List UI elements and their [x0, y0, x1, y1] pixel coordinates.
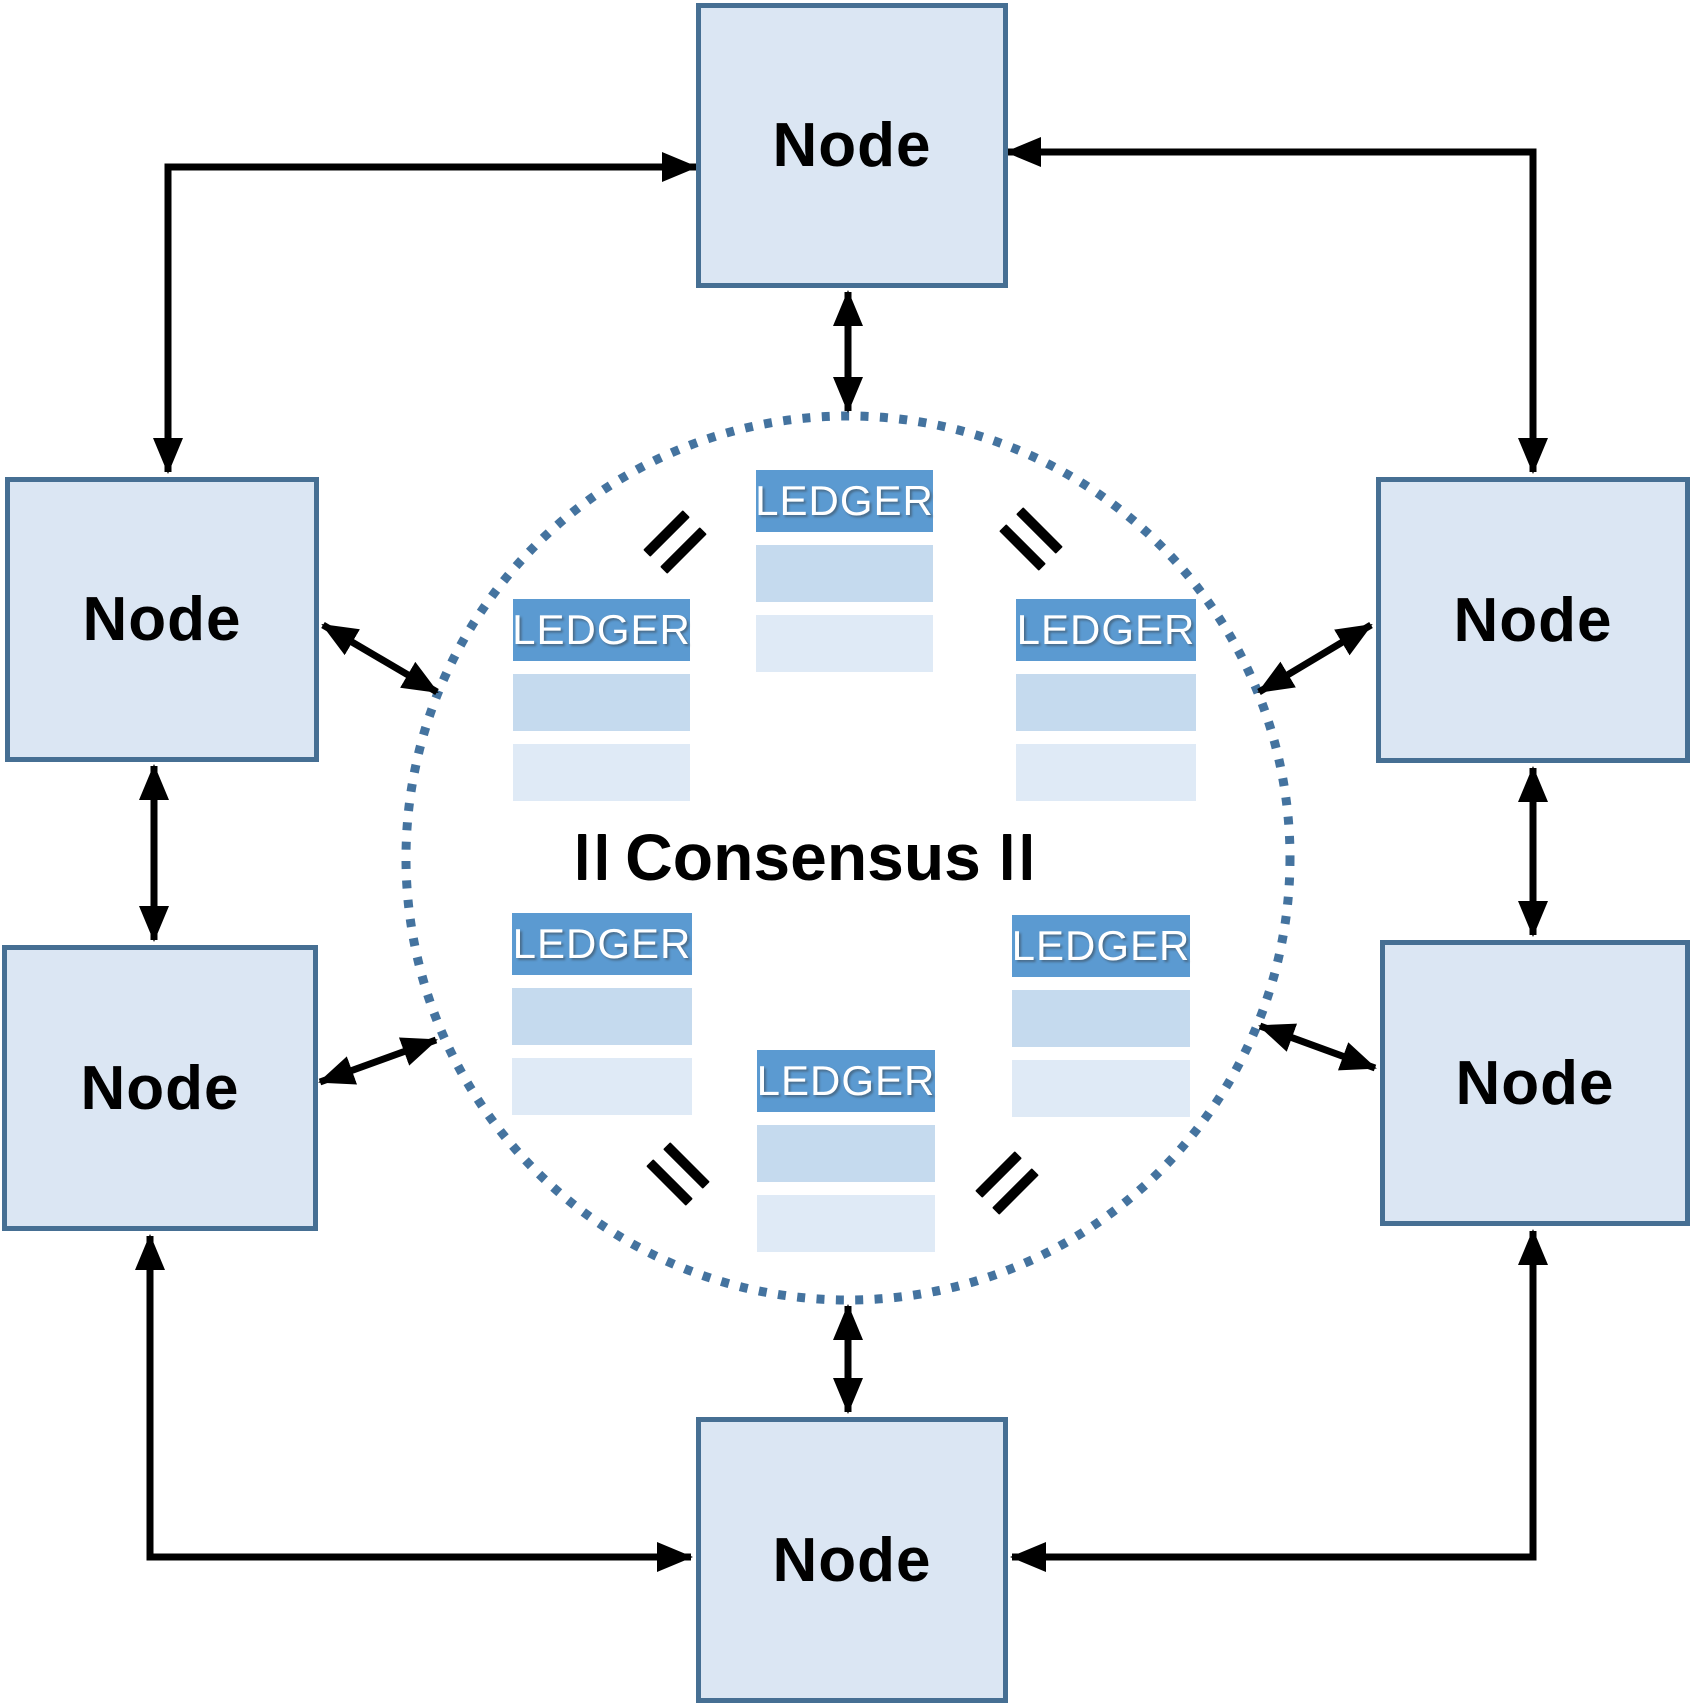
ledger-row [757, 1195, 935, 1252]
node-label: Node [772, 111, 932, 180]
ledger-row [757, 1125, 935, 1182]
ledger-row [1016, 674, 1196, 731]
ledger-block-top-center: LEDGER [755, 470, 934, 672]
node-box-right-upper: Node [1376, 477, 1690, 763]
node-label: Node [82, 585, 242, 654]
equals-bar [597, 834, 606, 880]
arrow-left-upper-node-to-circle [321, 621, 439, 696]
connector-top-node-to-right-upper-node [1005, 137, 1548, 474]
ledger-row [513, 674, 690, 731]
equals-icon-left-middle [578, 834, 606, 880]
ledger-label: LEDGER [756, 1057, 936, 1104]
ledger-label: LEDGER [1011, 922, 1191, 969]
ledger-block-bottom-center: LEDGER [757, 1050, 935, 1252]
node-box-bottom: Node [696, 1417, 1008, 1703]
ledger-header: LEDGER [755, 470, 934, 532]
arrow-right-lower-node-to-circle [1258, 1022, 1377, 1072]
ledger-label: LEDGER [512, 920, 692, 967]
ledger-row [513, 744, 690, 801]
ledger-block-right-middle: LEDGER [1016, 599, 1196, 801]
node-box-right-lower: Node [1380, 940, 1690, 1226]
ledger-row [1016, 744, 1196, 801]
equals-bar [578, 834, 587, 880]
ledger-label: LEDGER [755, 477, 934, 524]
ledger-row [1012, 990, 1190, 1047]
node-label: Node [772, 1525, 932, 1595]
consensus-label: Consensus [625, 820, 981, 894]
node-label: Node [1453, 585, 1613, 655]
ledger-header: LEDGER [757, 1050, 935, 1112]
ledger-header: LEDGER [512, 913, 692, 975]
ledger-header: LEDGER [1016, 599, 1196, 661]
ledger-block-left-middle: LEDGER [512, 599, 691, 801]
connector-top-node-to-left-upper-node [153, 152, 698, 474]
node-label: Node [1455, 1048, 1615, 1118]
ledger-block-left-lower: LEDGER [512, 913, 692, 1115]
ledger-block-right-lower: LEDGER [1012, 915, 1190, 1117]
consensus-circle [401, 411, 1295, 1305]
connector-left-lower-node-to-bottom-node [135, 1234, 693, 1572]
connector-right-lower-node-to-bottom-node [1010, 1229, 1548, 1572]
equals-icon-right-middle [1003, 834, 1031, 880]
arrow-right-upper-node-to-circle [1257, 621, 1373, 696]
node-box-top: Node [696, 3, 1008, 288]
ledger-header: LEDGER [512, 599, 691, 661]
ledger-row [1012, 1060, 1190, 1117]
node-label: Node [80, 1053, 240, 1123]
ledger-row [512, 1058, 692, 1115]
node-box-left-lower: Node [2, 945, 318, 1231]
node-box-left-upper: Node [5, 477, 319, 762]
equals-bar [1003, 834, 1012, 880]
arrow-left-lower-node-to-circle [318, 1036, 438, 1086]
ledger-label: LEDGER [1016, 606, 1196, 653]
ledger-label: LEDGER [512, 606, 691, 653]
ledger-row [756, 545, 933, 602]
ledger-row [756, 615, 933, 672]
ledger-row [512, 988, 692, 1045]
equals-bar [1022, 834, 1031, 880]
ledger-header: LEDGER [1012, 915, 1190, 977]
